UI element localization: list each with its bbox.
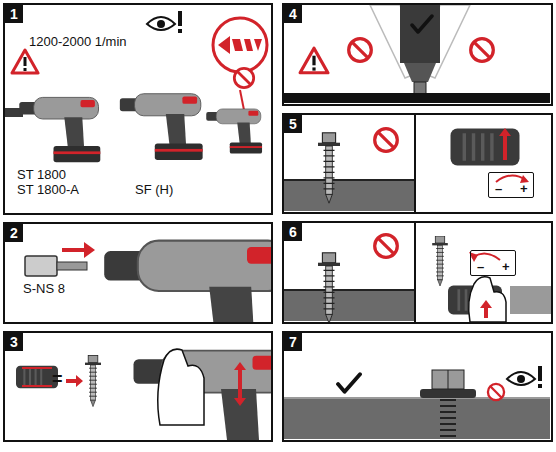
drill	[104, 241, 272, 323]
instruction-panel: 1 1200-2000 1/min ST 1800ST 1800-A SF (H)	[3, 3, 273, 215]
step-number: 5	[284, 115, 302, 133]
surface	[284, 180, 415, 211]
hand	[469, 277, 506, 322]
instruction-panel: 2S-NS 8	[3, 222, 273, 324]
step-number: 1	[5, 5, 23, 23]
step-number: 7	[284, 333, 302, 351]
screw-head	[432, 370, 464, 389]
equals-sign: =	[52, 370, 63, 390]
minus-sign: –	[495, 182, 502, 196]
prohibition-sign	[349, 39, 372, 62]
depth-gauge	[451, 129, 520, 166]
drill-nose	[400, 3, 440, 63]
prohibition-sign	[375, 235, 398, 258]
depth-gauge	[16, 366, 58, 388]
screw	[85, 355, 101, 406]
drill-st1800	[19, 97, 100, 162]
adjust-arrow	[480, 300, 492, 318]
gauge-mark	[22, 368, 52, 386]
plus-sign: +	[520, 182, 528, 196]
panel-7-art	[284, 366, 550, 439]
panel-1-art	[5, 11, 267, 162]
bit-shank	[57, 262, 87, 270]
panel-3-art	[16, 349, 272, 441]
thread	[440, 400, 456, 436]
screw	[318, 133, 340, 203]
model-label: SF (H)	[135, 183, 173, 197]
model-label: ST 1800	[17, 168, 66, 182]
speed-label: 1200-2000 1/min	[29, 35, 127, 49]
panel-4-art	[284, 3, 550, 103]
drill-sf	[120, 94, 203, 160]
detail-circle	[213, 18, 267, 72]
instruction-panel: 6–+	[282, 221, 553, 324]
washer	[420, 389, 476, 398]
surface	[284, 93, 550, 103]
screw	[318, 253, 340, 323]
prohibition-sign	[488, 384, 504, 400]
check-mark	[412, 16, 432, 32]
instruction-panel: 5–+	[282, 113, 553, 214]
warning-triangle	[300, 48, 328, 73]
screw	[432, 236, 448, 286]
instruction-panel: 7	[282, 331, 553, 442]
nose-taper	[404, 63, 436, 82]
step-number: 2	[5, 224, 23, 242]
attention-eye	[147, 11, 182, 33]
drill-body	[510, 286, 552, 314]
prohibition-sign	[375, 129, 398, 152]
insert-arrow	[62, 242, 95, 258]
prohibition-sign	[234, 68, 253, 87]
divider	[414, 113, 416, 213]
warning-triangle	[12, 50, 38, 73]
step-number: 4	[284, 5, 302, 23]
setting-indicator: –+	[470, 250, 516, 276]
adjust-arrow	[234, 362, 246, 406]
attention-eye	[507, 366, 542, 388]
drill-impact	[206, 109, 262, 154]
model-label: ST 1800-A	[17, 183, 79, 197]
bit	[414, 82, 426, 94]
prohibition-sign	[471, 39, 494, 62]
insert-arrow	[66, 375, 83, 387]
instruction-panel: 3=	[3, 331, 273, 442]
step-number: 6	[284, 223, 302, 241]
plus-sign: +	[502, 260, 510, 274]
check-mark	[338, 374, 360, 392]
surface	[284, 290, 415, 321]
setting-indicator: –+	[488, 172, 534, 198]
bit-socket	[25, 256, 57, 276]
step-number: 3	[5, 333, 23, 351]
panel-5-art	[284, 113, 529, 213]
bit-label: S-NS 8	[23, 282, 65, 296]
minus-sign: –	[477, 260, 484, 274]
hand	[158, 349, 204, 425]
surface	[284, 398, 550, 439]
instruction-panel: 4	[282, 3, 553, 106]
adjust-arrow	[499, 128, 511, 160]
panel-6-art	[284, 221, 552, 323]
rotation-arrow	[218, 36, 262, 54]
divider	[414, 221, 416, 323]
